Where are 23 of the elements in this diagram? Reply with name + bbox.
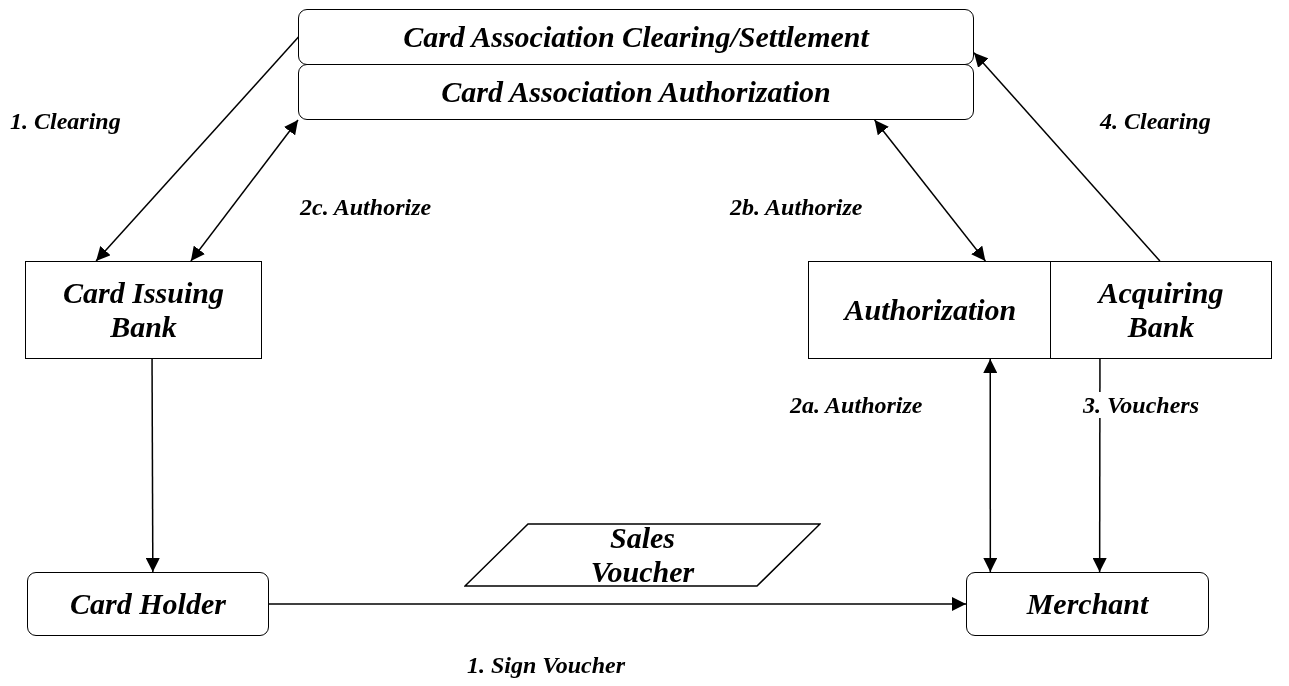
edge-label: 3. Vouchers bbox=[1083, 392, 1200, 419]
rounded-box bbox=[298, 64, 974, 120]
document-parallelogram bbox=[464, 523, 821, 587]
arrow bbox=[973, 51, 1161, 262]
process-box bbox=[25, 261, 262, 359]
node-label: Card Holder bbox=[70, 586, 226, 622]
rounded-box bbox=[27, 572, 269, 636]
arrow bbox=[190, 119, 299, 262]
arrow bbox=[983, 358, 998, 573]
node-label: Authorization bbox=[844, 292, 1015, 328]
process-box bbox=[808, 261, 1051, 359]
node-label: Card Association Authorization bbox=[441, 74, 831, 110]
arrow bbox=[145, 358, 160, 573]
arrow bbox=[268, 597, 967, 611]
node-label: Acquiring Bank bbox=[1096, 275, 1225, 345]
process-box bbox=[1050, 261, 1272, 359]
rounded-box bbox=[966, 572, 1209, 636]
node-label: Merchant bbox=[1026, 586, 1149, 622]
node-label: Card Association Clearing/Settlement bbox=[403, 19, 869, 55]
node-label: Sales Voucher bbox=[589, 520, 696, 590]
node-label: Card Issuing Bank bbox=[62, 275, 225, 345]
arrow bbox=[873, 119, 987, 262]
rounded-box bbox=[298, 9, 974, 65]
